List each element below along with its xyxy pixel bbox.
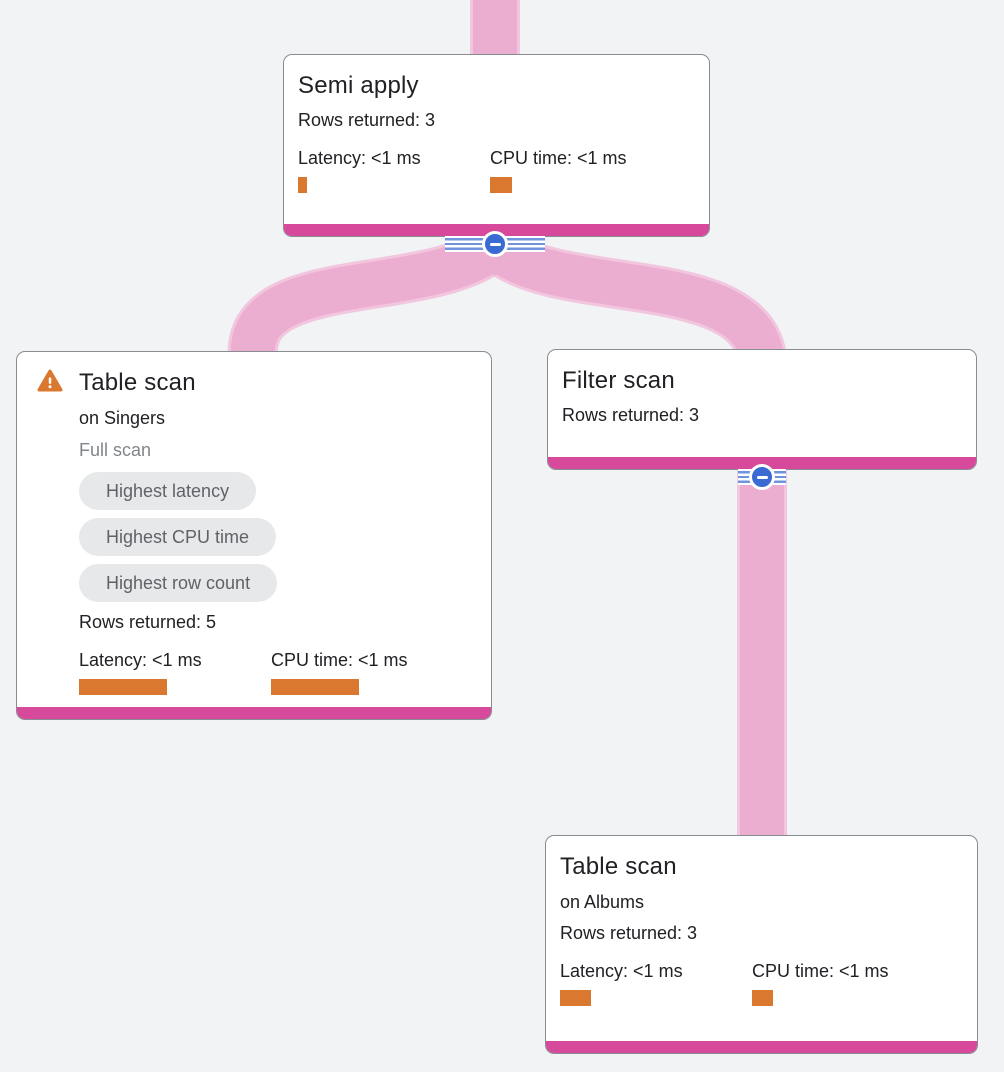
rows-returned-label: Rows returned: 3	[560, 923, 698, 943]
node-subtitle: on Singers	[79, 408, 166, 428]
rows-returned-label: Rows returned: 5	[79, 612, 217, 632]
edge-fan-valley	[470, 252, 520, 276]
cpu-label: CPU time: <1 ms	[752, 961, 889, 981]
cpu-label: CPU time: <1 ms	[490, 148, 627, 168]
node-subtitle: on Albums	[560, 892, 645, 912]
rows-returned-label: Rows returned: 3	[562, 405, 700, 425]
minus-glyph	[756, 475, 768, 479]
cpu-metric: CPU time: <1 ms	[271, 648, 463, 695]
node-accent-bar	[548, 457, 976, 469]
collapse-button-filter-scan[interactable]	[738, 464, 786, 493]
latency-label: Latency: <1 ms	[298, 148, 421, 168]
warning-triangle-icon	[37, 369, 63, 392]
node-accent-bar	[17, 707, 491, 719]
latency-bar	[560, 990, 591, 1006]
cpu-metric: CPU time: <1 ms	[752, 959, 944, 1006]
highlight-chips: Highest latency Highest CPU time Highest…	[79, 472, 477, 602]
plan-node-filter-scan[interactable]: Filter scan Rows returned: 3	[547, 349, 977, 470]
edge-semi-apply-to-table-singers	[230, 231, 503, 360]
latency-label: Latency: <1 ms	[560, 961, 683, 981]
metrics-row: Latency: <1 ms CPU time: <1 ms	[298, 146, 695, 193]
cpu-bar	[752, 990, 773, 1006]
metrics-row: Latency: <1 ms CPU time: <1 ms	[560, 959, 963, 1006]
latency-metric: Latency: <1 ms	[560, 959, 752, 1006]
cpu-metric: CPU time: <1 ms	[490, 146, 682, 193]
cpu-bar	[271, 679, 359, 695]
rows-returned-label: Rows returned: 3	[298, 110, 436, 130]
node-title: Table scan	[560, 853, 677, 880]
scan-type-label: Full scan	[79, 440, 152, 460]
edge-semi-apply-to-filter-scan	[485, 232, 784, 364]
cpu-label: CPU time: <1 ms	[271, 650, 408, 670]
collapse-minus-icon	[749, 464, 775, 490]
plan-node-table-scan-singers[interactable]: Table scan on Singers Full scan Highest …	[16, 351, 492, 720]
chip-highest-latency: Highest latency	[79, 472, 257, 510]
node-accent-bar	[546, 1041, 977, 1053]
latency-label: Latency: <1 ms	[79, 650, 202, 670]
latency-metric: Latency: <1 ms	[79, 648, 271, 695]
plan-node-semi-apply[interactable]: Semi apply Rows returned: 3 Latency: <1 …	[283, 54, 710, 237]
latency-bar	[298, 177, 307, 193]
minus-glyph	[489, 242, 501, 246]
metrics-row: Latency: <1 ms CPU time: <1 ms	[79, 648, 477, 695]
node-title: Semi apply	[298, 72, 419, 99]
cpu-bar	[490, 177, 512, 193]
chip-highest-row-count: Highest row count	[79, 564, 278, 602]
node-accent-bar	[284, 224, 709, 236]
node-title: Table scan	[79, 369, 196, 396]
latency-metric: Latency: <1 ms	[298, 146, 490, 193]
chip-highest-cpu-time: Highest CPU time	[79, 518, 277, 556]
collapse-button-semi-apply[interactable]	[445, 231, 545, 260]
node-title: Filter scan	[562, 367, 675, 394]
latency-bar	[79, 679, 167, 695]
plan-node-table-scan-albums[interactable]: Table scan on Albums Rows returned: 3 La…	[545, 835, 978, 1054]
collapse-minus-icon	[482, 231, 508, 257]
